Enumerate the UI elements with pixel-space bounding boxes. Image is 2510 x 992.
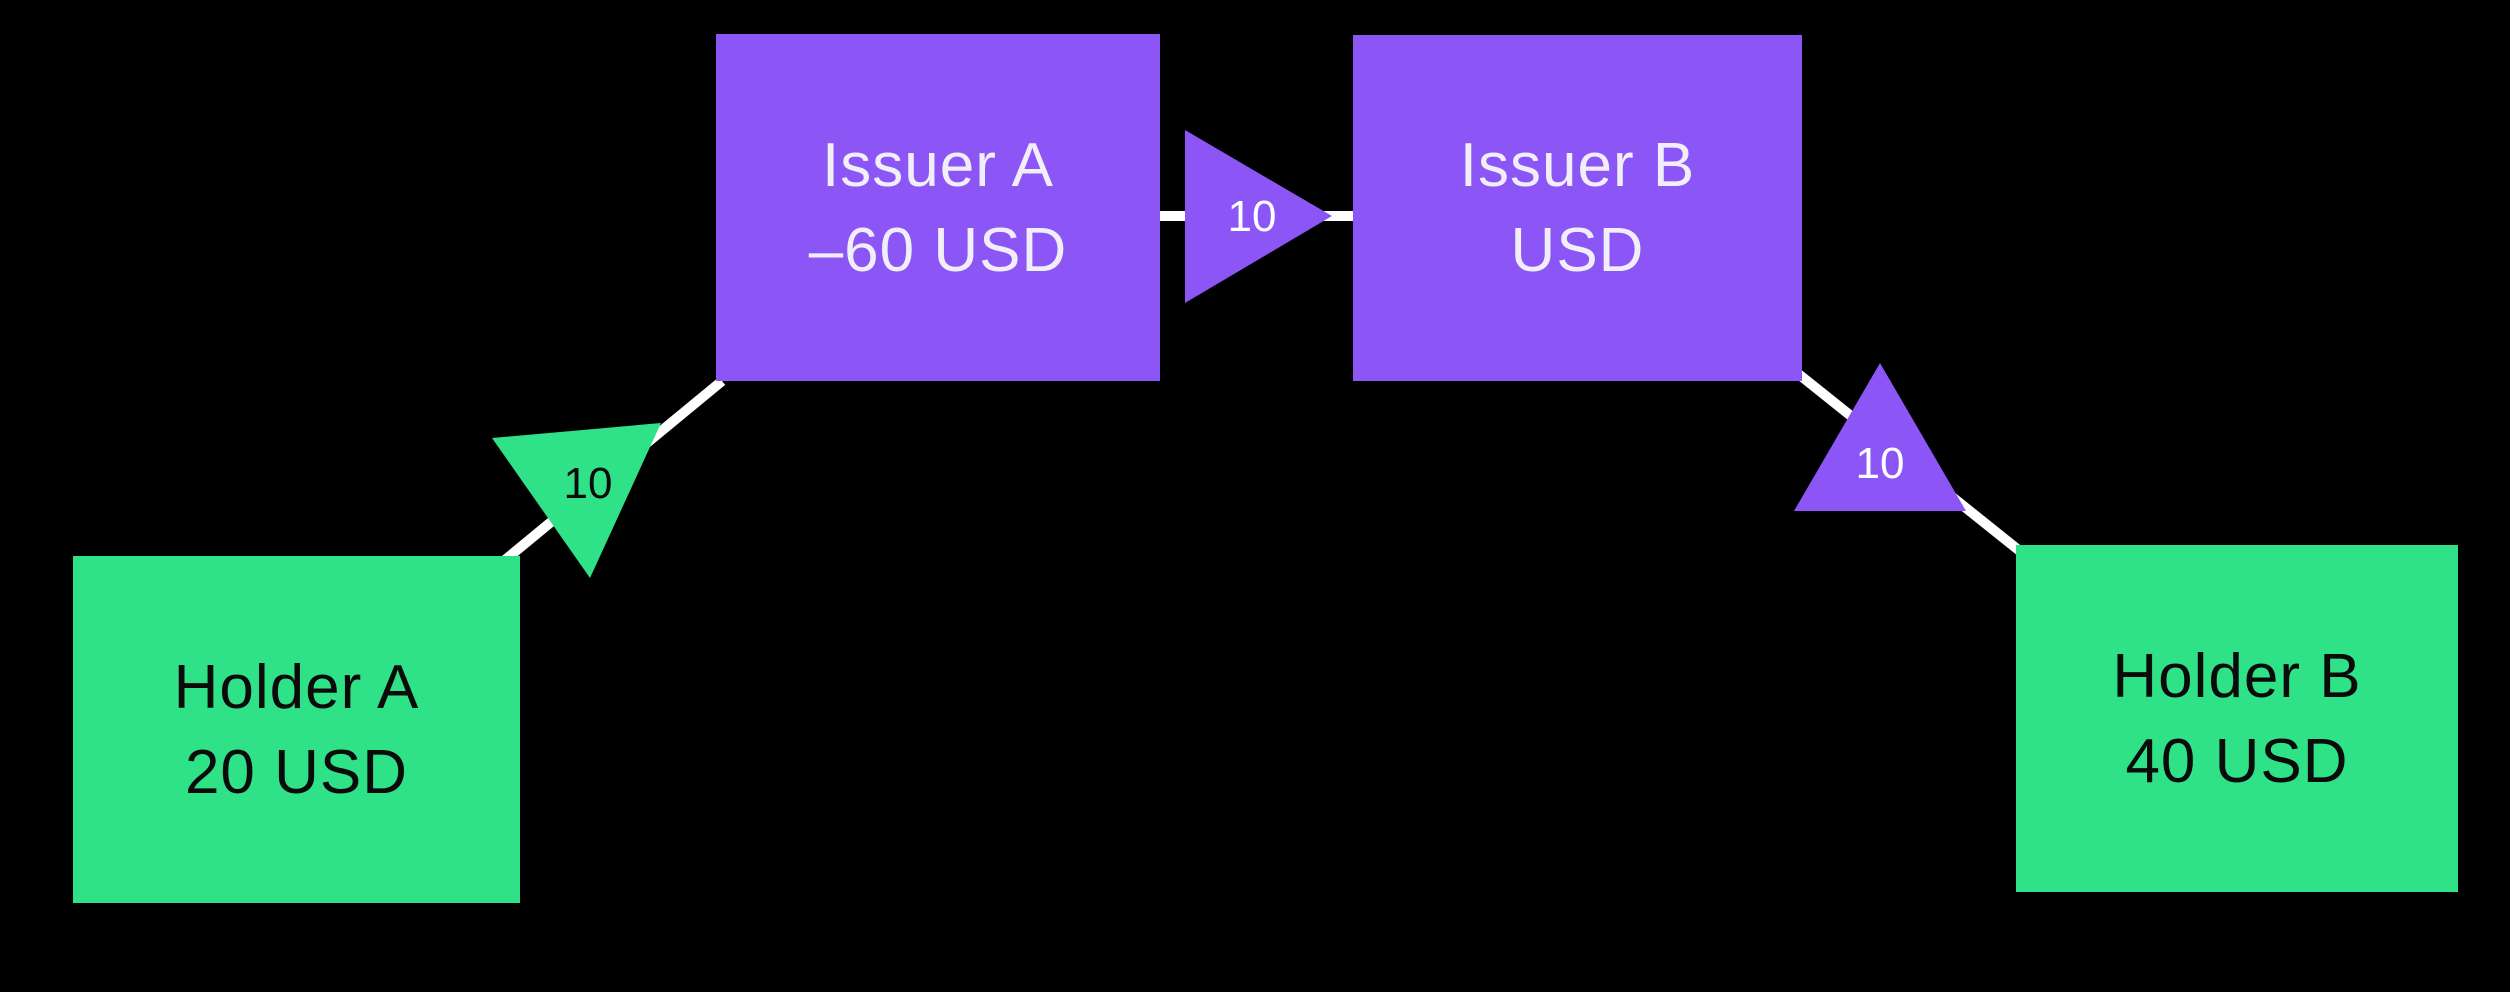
node-label-line2: 20 USD	[184, 737, 409, 807]
node-label-line2: –60 USD	[808, 215, 1068, 285]
node-label-line1: Holder B	[2112, 641, 2362, 711]
node-issuer-a: Issuer A –60 USD	[716, 34, 1160, 381]
arrow-down-triangle-holder-a	[492, 423, 661, 578]
node-label-line1: Issuer B	[1459, 131, 1696, 200]
node-holder-b: Holder B 40 USD	[2016, 545, 2458, 892]
node-issuer-b: Issuer B USD	[1353, 35, 1802, 381]
edge-amount-label: 10	[1856, 439, 1905, 488]
node-label-line2: USD	[1510, 216, 1645, 285]
node-label-line1: Issuer A	[822, 130, 1054, 200]
arrow-right-triangle-issuer-a-issuer-b	[1185, 130, 1332, 303]
node-label-line2: 40 USD	[2125, 726, 2349, 796]
node-holder-a: Holder A 20 USD	[73, 556, 520, 903]
edge-amount-label: 10	[564, 459, 613, 508]
arrow-up-triangle-issuer-b-holder-b	[1794, 363, 1966, 511]
edge-amount-label: 10	[1228, 192, 1277, 241]
node-label-line1: Holder A	[173, 652, 420, 722]
